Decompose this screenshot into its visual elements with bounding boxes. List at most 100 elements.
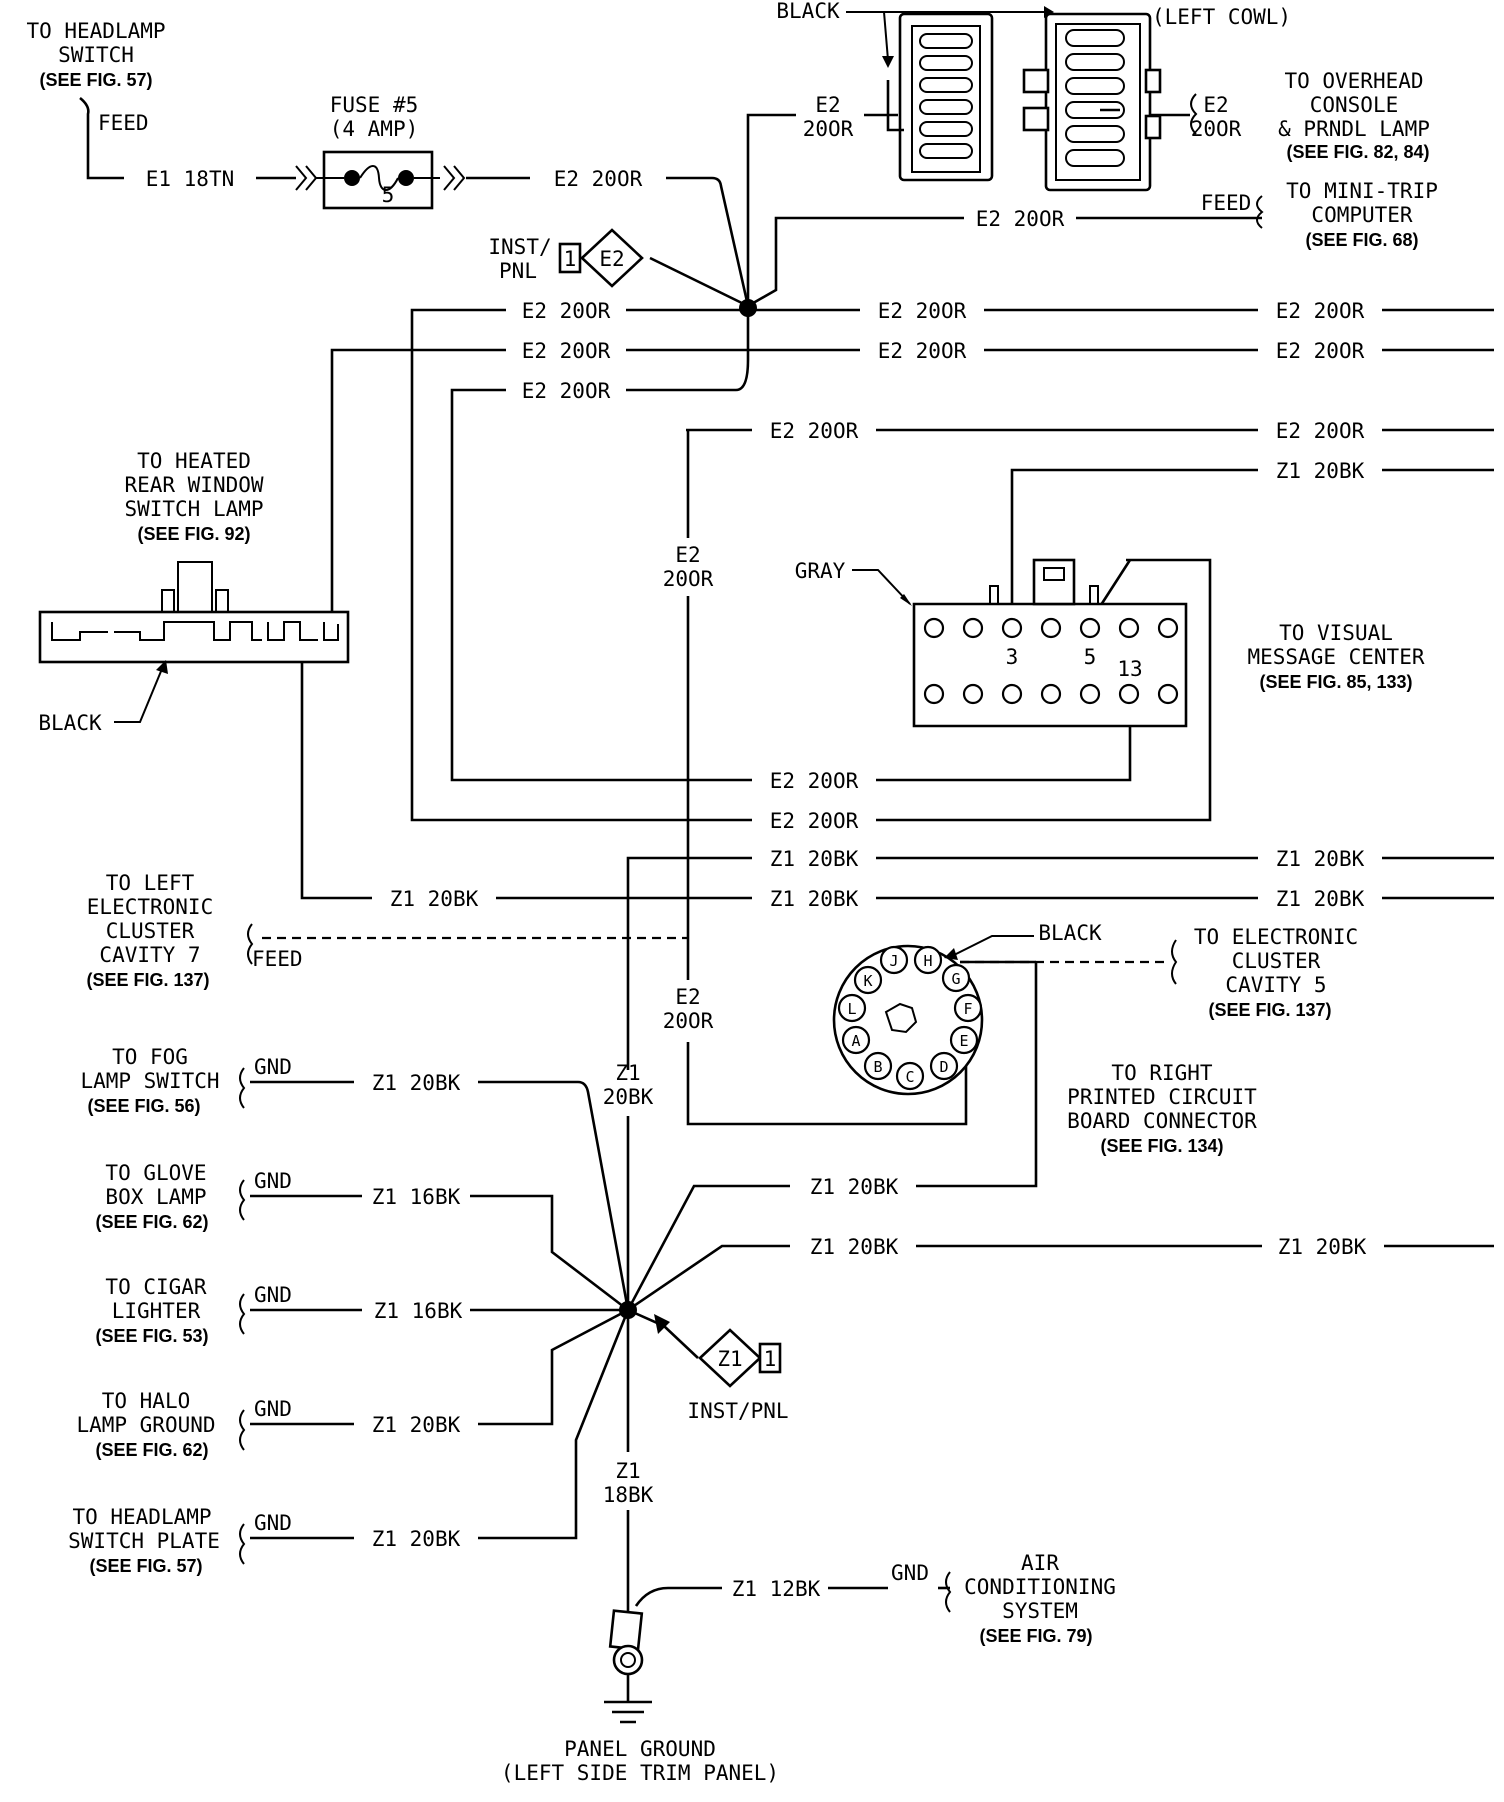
black-leader-heated (114, 663, 165, 723)
dest-left-cluster-ref: (SEE FIG. 137) (86, 970, 209, 990)
dest-fog-ref: (SEE FIG. 56) (87, 1096, 200, 1116)
gray-label: GRAY (795, 559, 846, 583)
wire-z1-heated-window-ground[interactable] (300, 640, 372, 900)
dest-heated-line3: SWITCH LAMP (124, 497, 263, 521)
wire-label-e2-center-2b: 20OR (663, 1009, 714, 1033)
wire-label-z1-right-pcb: Z1 20BK (810, 1175, 899, 1199)
wire-label-e1: E1 18TN (146, 167, 235, 191)
dest-electronic-cluster-line1: TO ELECTRONIC (1194, 925, 1358, 949)
wire-label-e2-center-2a: E2 (675, 985, 700, 1009)
wire-label-z1-fog: Z1 20BK (372, 1071, 461, 1095)
inst-pnl-bottom-z1: Z1 (717, 1347, 742, 1371)
dest-vmc-line1: TO VISUAL (1279, 621, 1393, 645)
vmc-pin-3: 3 (1006, 645, 1019, 669)
dest-halo-ref: (SEE FIG. 62) (95, 1440, 208, 1460)
cavity-l: L (847, 1000, 856, 1018)
black-label-heated: BLACK (38, 711, 102, 735)
black-leader (846, 11, 1044, 61)
dest-ac-line3: SYSTEM (1002, 1599, 1078, 1623)
cavity-b: B (873, 1058, 882, 1076)
wire-label-z1-vmc: Z1 20BK (1276, 459, 1365, 483)
wire-label-e2-loop-inner: E2 20OR (770, 769, 859, 793)
dest-overhead-ref: (SEE FIG. 82, 84) (1286, 142, 1429, 162)
dest-mini-trip-ref: (SEE FIG. 68) (1305, 230, 1418, 250)
wire-label-e2-mini-trip: E2 20OR (976, 207, 1065, 231)
inst-pnl-top-2: PNL (499, 259, 537, 283)
gnd-plate: GND (254, 1511, 292, 1535)
inst-pnl-z1-splice (698, 1328, 782, 1388)
dest-ac-line1: AIR (1021, 1551, 1059, 1575)
wire-label-z1-bus-3b: Z1 20BK (1278, 1235, 1367, 1259)
wire-z1-vmc-pin3[interactable] (1010, 468, 1258, 622)
black-connector[interactable] (886, 12, 994, 182)
wire-z1-right-pcb[interactable] (626, 1184, 790, 1311)
black-label-top: BLACK (776, 0, 840, 23)
dest-heated-line1: TO HEATED (137, 449, 251, 473)
inst-pnl-bottom-pin: 1 (764, 1347, 777, 1371)
wire-e2-loop-outer[interactable] (410, 308, 752, 822)
fuse-5[interactable] (295, 150, 466, 210)
wire-label-z1-bus-1b: Z1 20BK (1276, 847, 1365, 871)
vmc-pin-5: 5 (1084, 645, 1097, 669)
dest-vmc-line2: MESSAGE CENTER (1247, 645, 1424, 669)
cavity-g: G (951, 970, 960, 988)
dest-electronic-cluster-line2: CLUSTER (1232, 949, 1321, 973)
wire-label-e2-c1: E2 20OR (522, 379, 611, 403)
wire-z1-bus-2[interactable] (627, 1244, 790, 1312)
wire-label-z1-cigar: Z1 16BK (374, 1299, 463, 1323)
wire-inst-pnl-lead (649, 256, 749, 308)
wire-label-z1-bus-1a: Z1 20BK (770, 847, 859, 871)
cavity-e: E (959, 1032, 968, 1050)
wire-label-e2-console-1: E2 (1203, 93, 1228, 117)
dest-panel-ground-line1: PANEL GROUND (564, 1737, 716, 1761)
inst-pnl-bottom-label: INST/PNL (687, 1399, 788, 1423)
inst-pnl-top-1: INST/ (488, 235, 551, 259)
heated-rear-window-connector[interactable] (38, 561, 350, 664)
wire-e2-mini-trip[interactable] (747, 216, 964, 308)
wire-z1-air-conditioning[interactable] (634, 1586, 722, 1607)
wire-label-e2-console-2: 20OR (1191, 117, 1242, 141)
wire-z1-bus-1[interactable] (626, 856, 752, 1070)
dest-glove-ref: (SEE FIG. 62) (95, 1212, 208, 1232)
dest-halo-line1: TO HALO (102, 1389, 191, 1413)
dest-cigar-line1: TO CIGAR (105, 1275, 207, 1299)
dest-headlamp-line2: SWITCH (58, 43, 134, 67)
cavity-d: D (939, 1058, 948, 1076)
dest-overhead-line1: TO OVERHEAD (1284, 69, 1423, 93)
wire-label-z1-center-a: Z1 (615, 1061, 640, 1085)
dest-glove-line2: BOX LAMP (105, 1185, 206, 1209)
dest-halo-line2: LAMP GROUND (76, 1413, 215, 1437)
splice-z1 (619, 1301, 637, 1319)
inst-pnl-top-pin: 1 (564, 247, 577, 271)
dest-heated-line2: REAR WINDOW (124, 473, 263, 497)
dest-right-pcb-line2: PRINTED CIRCUIT (1067, 1085, 1257, 1109)
wire-e1-feed[interactable] (79, 96, 124, 180)
wire-e2-black-connector[interactable] (746, 113, 796, 306)
left-cowl-connector[interactable] (1022, 12, 1162, 192)
gnd-halo: GND (254, 1397, 292, 1421)
inst-pnl-e2-splice (558, 228, 644, 288)
labels: TO HEADLAMP SWITCH (SEE FIG. 57) FEED E1… (26, 0, 1437, 1785)
cavity-a: A (851, 1032, 860, 1050)
wire-e2-loop-inner[interactable] (450, 388, 752, 782)
wire-label-z1-plate: Z1 20BK (372, 1527, 461, 1551)
wire-e2-heated-window[interactable] (330, 348, 506, 640)
wire-label-z1-heated: Z1 20BK (390, 887, 479, 911)
dest-fog-line2: LAMP SWITCH (80, 1069, 219, 1093)
cluster-round-connector[interactable] (832, 944, 984, 1096)
cavity-k: K (863, 972, 872, 990)
dest-heated-ref: (SEE FIG. 92) (137, 524, 250, 544)
wire-label-z1-bus-2b: Z1 20BK (1276, 887, 1365, 911)
dest-ac-line2: CONDITIONING (964, 1575, 1116, 1599)
wire-e2-fuse-out[interactable] (666, 176, 750, 307)
vmc-connector[interactable] (912, 558, 1188, 728)
dest-right-pcb-line1: TO RIGHT (1111, 1061, 1213, 1085)
wire-label-e2-b2: E2 20OR (878, 339, 967, 363)
cavity-c: C (905, 1068, 914, 1086)
wire-label-e2-b1: E2 20OR (522, 339, 611, 363)
dest-plate-line2: SWITCH PLATE (68, 1529, 220, 1553)
panel-ground-symbol (604, 1609, 652, 1724)
fuse-title: FUSE #5 (330, 93, 419, 117)
gray-leader (852, 569, 911, 605)
